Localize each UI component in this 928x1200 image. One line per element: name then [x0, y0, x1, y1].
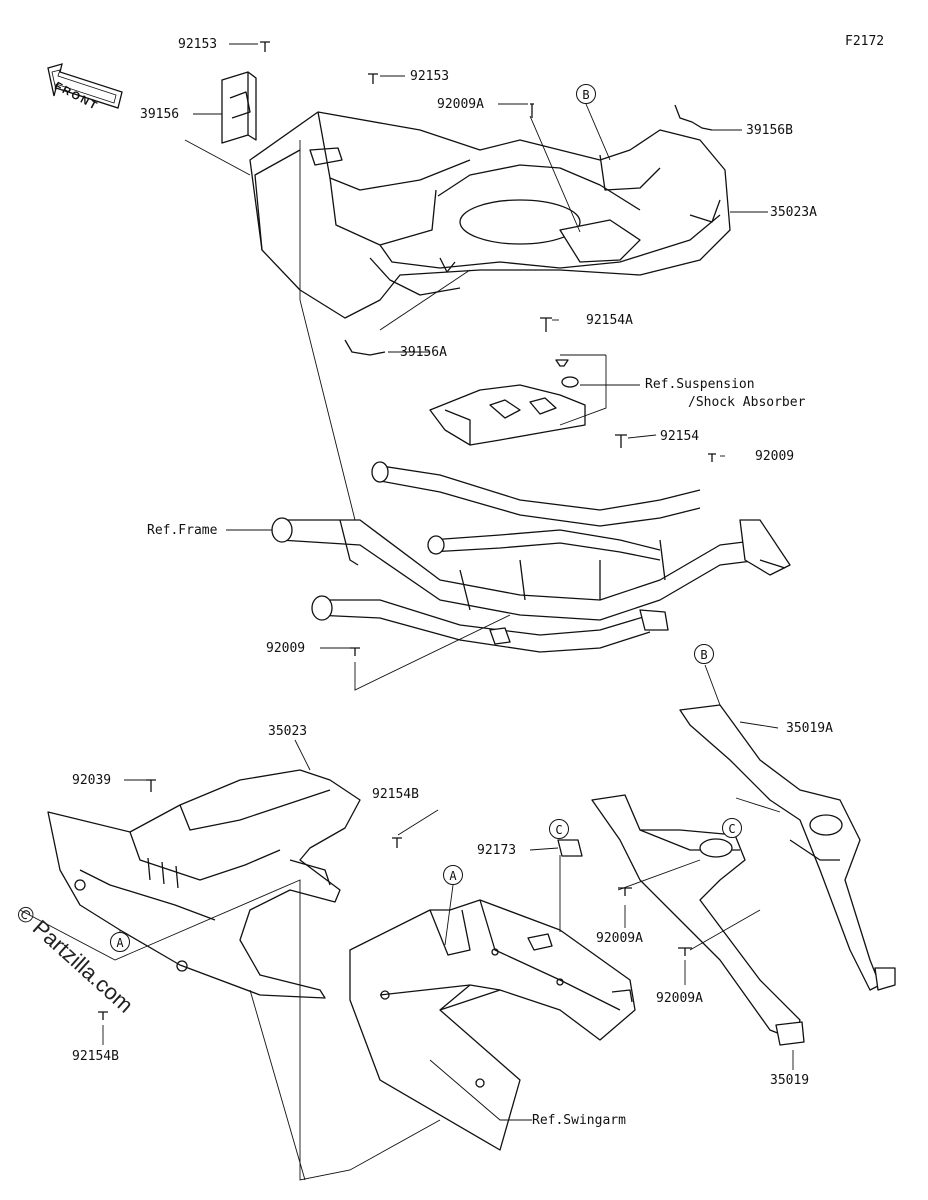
figure-code: F2172: [845, 34, 885, 49]
part-label-92154B-right[interactable]: 92154B: [372, 787, 419, 802]
mudguard-drawing: [47, 769, 361, 999]
callout-c-left: C: [549, 819, 569, 839]
part-label-92154B-left[interactable]: 92154B: [72, 1049, 119, 1064]
part-label-92173[interactable]: 92173: [477, 843, 517, 858]
part-label-39156A[interactable]: 39156A: [400, 345, 447, 360]
part-label-35023[interactable]: 35023: [268, 724, 308, 739]
part-label-92154[interactable]: 92154: [660, 429, 700, 444]
frame-drawing: [271, 461, 791, 653]
bolts-upper-drawing: [260, 41, 716, 462]
part-label-92009A-top[interactable]: 92009A: [437, 97, 484, 112]
part-label-92009-left[interactable]: 92009: [266, 641, 306, 656]
part-label-ref-swingarm[interactable]: Ref.Swingarm: [532, 1113, 626, 1128]
callout-a-mudguard: A: [110, 932, 130, 952]
leader-lines: [19, 43, 794, 1181]
bolts-lower-drawing: [98, 647, 692, 1020]
part-label-39156[interactable]: 39156: [140, 107, 180, 122]
part-label-92154A[interactable]: 92154A: [586, 313, 633, 328]
part-label-39156B[interactable]: 39156B: [746, 123, 793, 138]
part-label-shock-absorber[interactable]: /Shock Absorber: [688, 395, 806, 410]
part-label-35023A[interactable]: 35023A: [770, 205, 817, 220]
part-label-92009A-low[interactable]: 92009A: [656, 991, 703, 1006]
part-label-35019A[interactable]: 35019A: [786, 721, 833, 736]
swingarm-drawing: [349, 899, 636, 1151]
bracket-35019-drawing: [591, 704, 896, 1046]
part-label-92153-top[interactable]: 92153: [178, 37, 218, 52]
part-label-35019[interactable]: 35019: [770, 1073, 810, 1088]
callout-b-bottom: B: [694, 644, 714, 664]
part-label-92009A-mid[interactable]: 92009A: [596, 931, 643, 946]
clip-39156A-drawing: [344, 339, 386, 356]
front-arrow-icon: [47, 63, 123, 109]
callout-b-top: B: [576, 84, 596, 104]
callout-a-swingarm: A: [443, 865, 463, 885]
part-label-ref-suspension[interactable]: Ref.Suspension: [645, 377, 755, 392]
pad-39156-drawing: [221, 71, 257, 144]
part-label-92009-right[interactable]: 92009: [755, 449, 795, 464]
shock-bracket-drawing: [429, 384, 586, 446]
part-label-92153[interactable]: 92153: [410, 69, 450, 84]
callout-c-right: C: [722, 818, 742, 838]
part-label-92039[interactable]: 92039: [72, 773, 112, 788]
part-label-ref-frame[interactable]: Ref.Frame: [147, 523, 218, 538]
clip-39156B-drawing: [674, 104, 713, 131]
rear-fender-tray-drawing: [249, 111, 731, 319]
